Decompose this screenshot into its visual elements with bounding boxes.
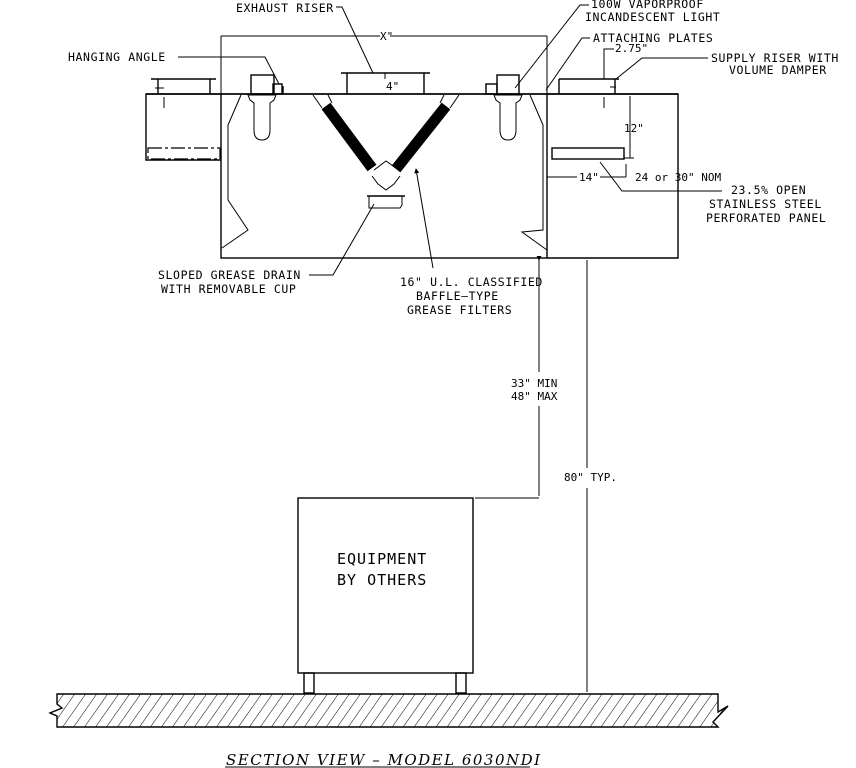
overall-width-dimension: X" xyxy=(220,30,548,94)
svg-text:100W VAPORPROOF: 100W VAPORPROOF xyxy=(591,0,704,11)
svg-text:2.75": 2.75" xyxy=(615,42,648,55)
exhaust-riser-dimension: 4" xyxy=(386,80,399,93)
svg-text:PERFORATED PANEL: PERFORATED PANEL xyxy=(706,211,826,225)
callout-attaching-plates: ATTACHING PLATES xyxy=(545,31,713,91)
svg-text:GREASE FILTERS: GREASE FILTERS xyxy=(407,303,512,317)
drawing-title: SECTION VIEW – MODEL 6030NDI xyxy=(225,751,542,768)
svg-text:BAFFLE–TYPE: BAFFLE–TYPE xyxy=(416,289,499,303)
svg-text:BY OTHERS: BY OTHERS xyxy=(337,571,427,589)
filter-trough xyxy=(371,175,401,191)
clearance-dimension: 33" MIN 48" MAX xyxy=(475,255,558,499)
left-perforated-panel xyxy=(147,147,221,160)
callout-hanging-angle: HANGING ANGLE xyxy=(68,50,280,85)
drawing-title-text: SECTION VIEW – MODEL 6030NDI xyxy=(226,751,542,768)
svg-text:VOLUME DAMPER: VOLUME DAMPER xyxy=(729,63,827,77)
svg-text:16" U.L. CLASSIFIED: 16" U.L. CLASSIFIED xyxy=(400,275,543,289)
nominal-width-dimension: 24 or 30" NOM xyxy=(635,171,721,184)
left-plenum-outline xyxy=(145,93,221,161)
svg-text:23.5% OPEN: 23.5% OPEN xyxy=(731,183,806,197)
equipment-leg-right xyxy=(455,672,467,694)
svg-text:STAINLESS STEEL: STAINLESS STEEL xyxy=(709,197,822,211)
svg-text:EXHAUST RISER: EXHAUST RISER xyxy=(236,1,334,15)
equipment-leg-left xyxy=(303,672,315,694)
exhaust-riser: 4" xyxy=(341,72,430,94)
left-baffle-filter xyxy=(321,102,377,172)
callout-light: 100W VAPORPROOF INCANDESCENT LIGHT xyxy=(514,0,720,89)
callout-perforated-panel: 23.5% OPEN STAINLESS STEEL PERFORATED PA… xyxy=(599,161,826,225)
callout-grease-drain: SLOPED GREASE DRAIN WITH REMOVABLE CUP xyxy=(158,203,375,296)
floor-slab xyxy=(48,693,729,728)
callout-grease-filters: 16" U.L. CLASSIFIED BAFFLE–TYPE GREASE F… xyxy=(400,168,543,317)
svg-text:SLOPED GREASE DRAIN: SLOPED GREASE DRAIN xyxy=(158,268,301,282)
callout-supply-riser: 2.75" SUPPLY RISER WITH VOLUME DAMPER xyxy=(603,42,839,80)
svg-text:SUPPLY RISER WITH: SUPPLY RISER WITH xyxy=(711,51,839,65)
mount-height-dimension: 80" TYP. xyxy=(564,260,617,692)
equipment-box xyxy=(297,497,474,674)
right-light-fixture xyxy=(485,74,523,141)
left-light-globe xyxy=(247,94,277,141)
left-light-fixture xyxy=(247,74,284,141)
grease-filters xyxy=(312,94,460,191)
svg-text:WITH REMOVABLE CUP: WITH REMOVABLE CUP xyxy=(161,282,296,296)
equipment-by-others: EQUIPMENT BY OTHERS xyxy=(297,497,474,694)
svg-text:EQUIPMENT: EQUIPMENT xyxy=(337,550,427,568)
callout-exhaust-riser: EXHAUST RISER xyxy=(236,1,374,74)
right-perforated-panel xyxy=(551,147,625,160)
svg-text:ATTACHING PLATES: ATTACHING PLATES xyxy=(593,31,713,45)
plenum-depth-dimension: 14" xyxy=(579,171,599,184)
left-supply-plenum xyxy=(145,78,221,161)
right-baffle-filter xyxy=(391,102,451,173)
right-interior-wall xyxy=(520,94,548,251)
svg-text:INCANDESCENT LIGHT: INCANDESCENT LIGHT xyxy=(585,10,720,24)
svg-text:33" MIN: 33" MIN xyxy=(511,377,557,390)
svg-text:X": X" xyxy=(380,30,393,43)
svg-text:48" MAX: 48" MAX xyxy=(511,390,558,403)
grease-drain-cup xyxy=(367,195,405,209)
right-plenum-outline xyxy=(547,93,679,259)
plenum-dimensions: 12" 14" 24 or 30" NOM xyxy=(547,96,721,184)
right-light-globe xyxy=(493,94,523,141)
plenum-height-dimension: 12" xyxy=(624,122,644,135)
right-supply-plenum xyxy=(547,78,679,259)
svg-text:HANGING ANGLE: HANGING ANGLE xyxy=(68,50,166,64)
svg-text:80" TYP.: 80" TYP. xyxy=(564,471,617,484)
left-interior-wall xyxy=(221,94,249,249)
